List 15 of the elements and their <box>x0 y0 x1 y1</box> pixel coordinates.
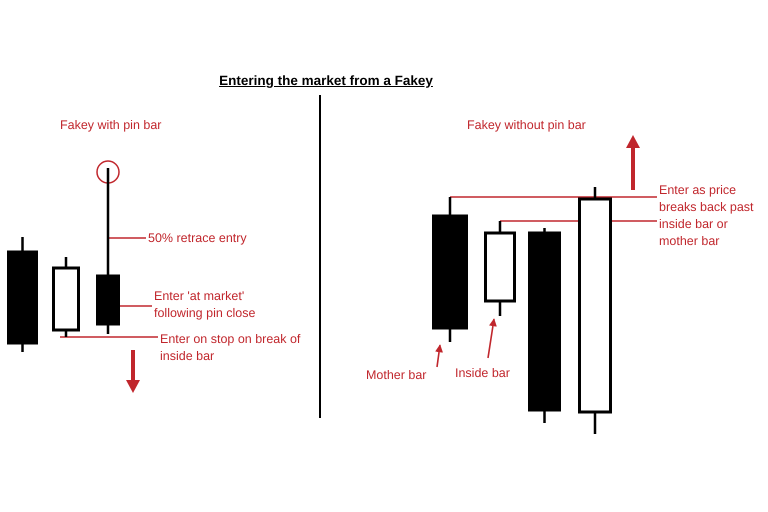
section-heading: Fakey with pin bar <box>60 117 162 134</box>
leader-line <box>450 196 657 198</box>
entry-note: 50% retrace entry <box>148 230 278 247</box>
bar-label: Mother bar <box>366 367 446 384</box>
bar-label: Inside bar <box>455 365 525 382</box>
entry-note: Enter as price breaks back past inside bar or mother bar <box>659 182 759 250</box>
leader-line <box>60 336 158 338</box>
leader-line <box>108 237 146 239</box>
leader-line <box>120 305 152 307</box>
arrow <box>435 344 443 368</box>
arrow <box>487 318 497 358</box>
diagram-title: Entering the market from a Fakey <box>218 73 434 88</box>
entry-note: Enter on stop on break of inside bar <box>160 331 320 365</box>
section-heading: Fakey without pin bar <box>467 117 586 134</box>
entry-note: Enter 'at market' following pin close <box>154 288 294 322</box>
